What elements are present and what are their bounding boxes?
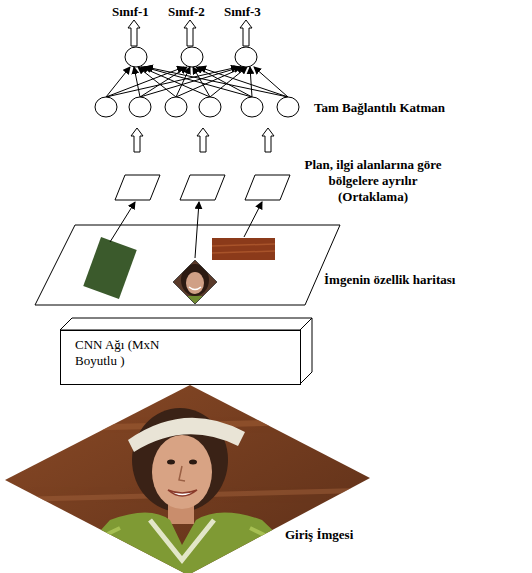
annotation-label: Sınıf-3	[224, 4, 261, 20]
region-link	[195, 202, 199, 258]
input-image	[0, 380, 380, 573]
region-face	[170, 258, 220, 308]
annotation-label: Giriş İmgesi	[285, 527, 353, 543]
box-text: CNN Ağı (MxN Boyutlu )	[75, 337, 195, 369]
pooled-region	[180, 175, 225, 200]
pooled-region	[245, 175, 290, 200]
annotation-label: Plan, ilgi alanlarına göre bölgelere ayr…	[298, 157, 448, 205]
fc-connections	[106, 67, 288, 97]
region-green	[83, 237, 136, 299]
region-link	[244, 202, 262, 237]
hollow-arrows	[128, 20, 274, 152]
box-side-face	[300, 318, 312, 384]
annotation-label: Sınıf-2	[168, 4, 205, 20]
process-box: CNN Ağı (MxN Boyutlu )	[60, 330, 301, 385]
annotation-label: İmgenin özellik haritası	[324, 272, 455, 288]
region-brown	[212, 238, 275, 260]
annotation-label: Tam Bağlantılı Katman	[314, 100, 445, 116]
neurons	[95, 47, 299, 117]
region-link	[110, 202, 135, 242]
annotation-label: Sınıf-1	[112, 4, 149, 20]
feature-map	[35, 225, 340, 305]
box-top-face	[60, 318, 312, 330]
pooled-region	[115, 175, 160, 200]
